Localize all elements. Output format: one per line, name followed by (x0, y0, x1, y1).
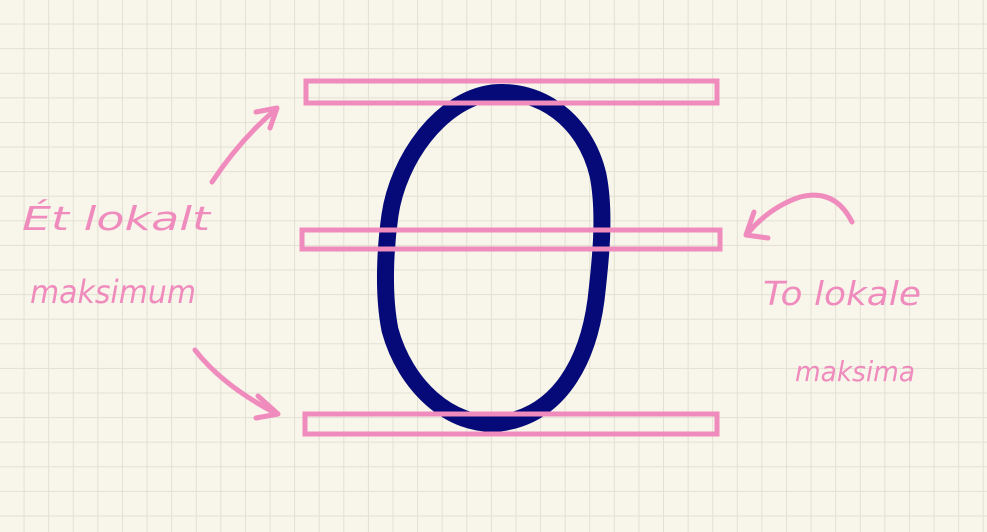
bottom-level-bar (302, 411, 720, 437)
closed-curve-oval (376, 84, 611, 432)
right-label-line2: maksima (795, 355, 915, 388)
arrow-to-top-bar (209, 105, 280, 185)
arrow-to-bottom-bar (192, 347, 281, 421)
middle-level-bar (299, 227, 723, 252)
right-label-line1: To lokale (763, 274, 921, 313)
left-label-line1: Ét lokalt (22, 198, 211, 238)
left-label-line2: maksimum (30, 273, 196, 311)
arrow-to-middle-bar (743, 192, 855, 241)
top-level-bar (303, 78, 720, 106)
